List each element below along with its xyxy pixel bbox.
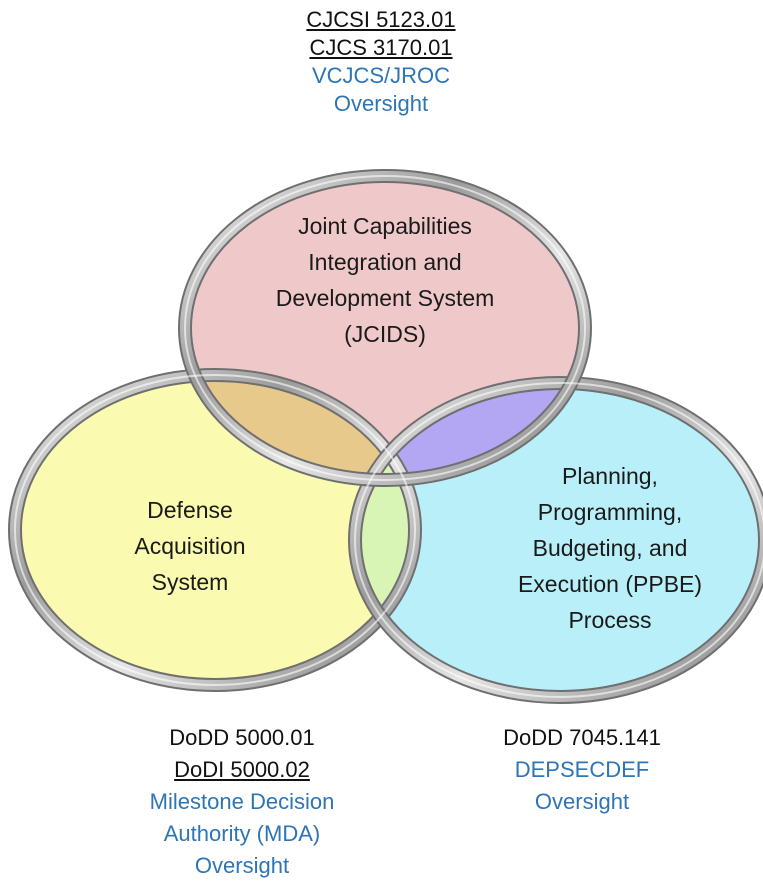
jcids-line-4: (JCIDS): [344, 321, 426, 347]
das-line-3: System: [151, 569, 229, 595]
jcids-line-2: Integration and: [308, 249, 462, 275]
ppbe-ring-highlight: [354, 382, 763, 698]
bottom-right-references: DoDD 7045.141 DEPSECDEF Oversight: [432, 722, 732, 818]
mda-oversight-line-2: Authority (MDA): [163, 821, 321, 846]
das-label: Defense Acquisition System: [90, 492, 290, 600]
ppbe-label: Planning, Programming, Budgeting, and Ex…: [490, 458, 730, 638]
jcids-label: Joint Capabilities Integration and Devel…: [235, 208, 535, 352]
bottom-left-references: DoDD 5000.01 DoDI 5000.02 Milestone Deci…: [92, 722, 392, 882]
mda-oversight-line-1: Milestone Decision: [149, 789, 335, 814]
dodd-5000-reference: DoDD 5000.01: [169, 725, 315, 750]
jcids-ring-highlight: [184, 175, 586, 481]
top-oversight-body: VCJCS/JROC: [311, 63, 451, 88]
top-references: CJCSI 5123.01 CJCS 3170.01 VCJCS/JROC Ov…: [231, 6, 531, 118]
jcids-ppbe-overlap: [355, 383, 585, 480]
ppbe-line-1: Planning,: [562, 463, 658, 489]
depsecdef-oversight-label: Oversight: [534, 789, 630, 814]
jcids-das-overlap: [185, 375, 415, 480]
top-oversight-label: Oversight: [333, 91, 429, 116]
ppbe-line-4: Execution (PPBE): [517, 571, 703, 597]
das-line-1: Defense: [147, 497, 233, 523]
jcids-line-3: Development System: [275, 285, 495, 311]
ppbe-line-2: Programming,: [537, 499, 683, 525]
dodi-5000-reference: DoDI 5000.02: [174, 757, 310, 782]
das-ring-highlight: [14, 374, 416, 686]
das-line-2: Acquisition: [134, 533, 246, 559]
cjcsi-reference: CJCSI 5123.01: [306, 7, 456, 32]
ppbe-line-5: Process: [568, 607, 652, 633]
cjcs-reference: CJCS 3170.01: [309, 35, 453, 60]
ppbe-line-3: Budgeting, and: [532, 535, 688, 561]
depsecdef-oversight-body: DEPSECDEF: [514, 757, 650, 782]
mda-oversight-line-3: Oversight: [194, 853, 290, 878]
jcids-line-1: Joint Capabilities: [298, 213, 472, 239]
dodd-7045-reference: DoDD 7045.141: [503, 725, 661, 750]
